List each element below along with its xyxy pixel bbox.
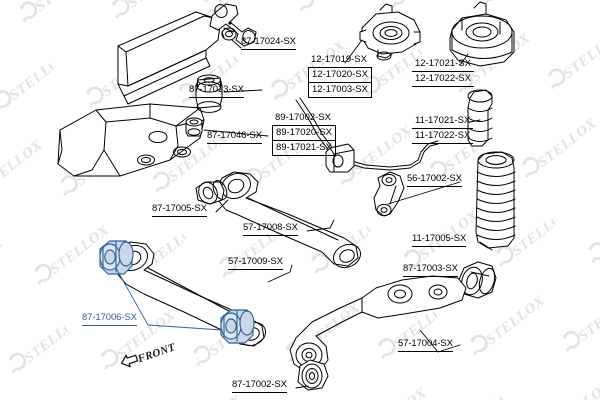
callout-89-17021: 89-17021-SX <box>273 140 335 155</box>
callout-87-17023: 87-17023-SX <box>189 84 244 98</box>
callout-11-17021: 11-17021-SX <box>412 114 474 129</box>
callout-11-17022: 11-17022-SX <box>412 129 474 144</box>
callout-57-17009: 57-17009-SX <box>228 256 283 270</box>
callout-87-17005: 87-17005-SX <box>152 203 207 217</box>
callout-12-17022: 12-17022-SX <box>412 72 474 87</box>
callout-56-17002: 56-17002-SX <box>407 173 462 187</box>
callout-87-17006-highlighted: 87-17006-SX <box>82 312 137 326</box>
callout-89-17002: 89-17002-SX <box>272 111 336 126</box>
callout-87-17024: 87-17024-SX <box>241 36 296 50</box>
front-label: FRONT <box>136 341 177 366</box>
callout-57-17008: 57-17008-SX <box>243 222 298 236</box>
callout-12-17019: 12-17019-SX <box>308 53 372 68</box>
callout-12-17003: 12-17003-SX <box>309 82 371 97</box>
callout-11-17005: 11-17005-SX <box>412 233 466 247</box>
callout-87-17046: 87-17046-SX <box>207 130 262 144</box>
callout-89-17020: 89-17020-SX <box>276 127 332 138</box>
callout-group-12-17021: 12-17021-SX 12-17022-SX <box>412 57 474 87</box>
callout-57-17004: 57-17004-SX <box>398 338 453 352</box>
callout-87-17002: 87-17002-SX <box>232 379 287 393</box>
callout-12-17021: 12-17021-SX <box>412 57 474 72</box>
callout-group-11-17021: 11-17021-SX 11-17022-SX <box>412 114 474 144</box>
callout-87-17003: 87-17003-SX <box>403 263 458 277</box>
front-orientation-marker: FRONT <box>118 338 178 374</box>
callout-group-12-17019: 12-17019-SX 12-17020-SX 12-17003-SX <box>308 53 372 98</box>
callout-12-17020: 12-17020-SX <box>312 69 368 80</box>
callout-group-89-17002: 89-17002-SX 89-17020-SX 89-17021-SX <box>272 111 336 156</box>
